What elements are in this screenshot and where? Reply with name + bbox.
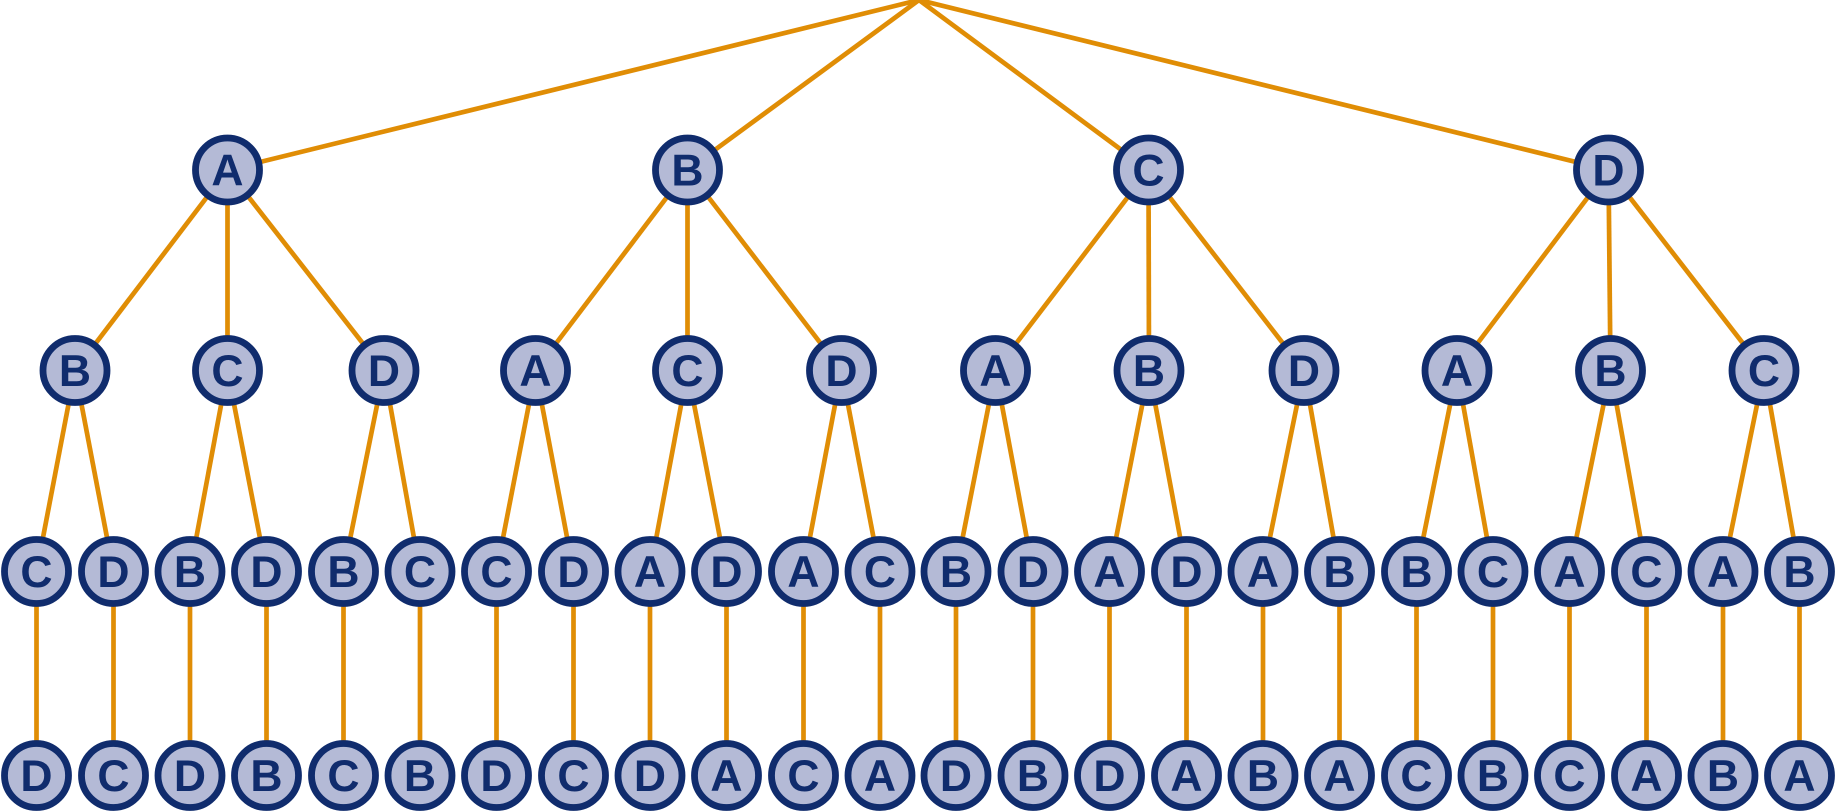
svg-text:C: C bbox=[557, 752, 589, 801]
svg-text:A: A bbox=[1441, 347, 1473, 396]
svg-text:C: C bbox=[1748, 347, 1780, 396]
svg-text:A: A bbox=[211, 147, 243, 196]
svg-text:B: B bbox=[59, 347, 91, 396]
svg-text:A: A bbox=[1093, 548, 1125, 597]
svg-text:A: A bbox=[1553, 548, 1585, 597]
svg-text:B: B bbox=[940, 548, 972, 597]
svg-text:D: D bbox=[1170, 548, 1202, 597]
svg-text:B: B bbox=[250, 752, 282, 801]
svg-text:D: D bbox=[250, 548, 282, 597]
svg-text:A: A bbox=[1323, 752, 1355, 801]
svg-text:D: D bbox=[368, 347, 400, 396]
svg-text:C: C bbox=[97, 752, 129, 801]
svg-text:B: B bbox=[404, 752, 436, 801]
svg-text:D: D bbox=[710, 548, 742, 597]
svg-text:B: B bbox=[1133, 347, 1165, 396]
svg-text:D: D bbox=[20, 752, 52, 801]
svg-text:A: A bbox=[1707, 548, 1739, 597]
svg-text:D: D bbox=[634, 752, 666, 801]
svg-text:C: C bbox=[480, 548, 512, 597]
svg-text:A: A bbox=[1247, 548, 1279, 597]
svg-text:B: B bbox=[174, 548, 206, 597]
svg-text:C: C bbox=[404, 548, 436, 597]
svg-text:C: C bbox=[1553, 752, 1585, 801]
svg-text:C: C bbox=[1630, 548, 1662, 597]
svg-text:A: A bbox=[979, 347, 1011, 396]
svg-text:A: A bbox=[787, 548, 819, 597]
svg-text:D: D bbox=[97, 548, 129, 597]
svg-text:D: D bbox=[1592, 147, 1624, 196]
svg-text:B: B bbox=[1477, 752, 1509, 801]
svg-text:D: D bbox=[1093, 752, 1125, 801]
svg-text:A: A bbox=[1783, 752, 1815, 801]
svg-text:B: B bbox=[1323, 548, 1355, 597]
svg-text:B: B bbox=[1400, 548, 1432, 597]
svg-text:D: D bbox=[480, 752, 512, 801]
svg-text:C: C bbox=[1477, 548, 1509, 597]
svg-text:A: A bbox=[519, 347, 551, 396]
svg-text:A: A bbox=[634, 548, 666, 597]
svg-text:C: C bbox=[1400, 752, 1432, 801]
svg-text:B: B bbox=[327, 548, 359, 597]
svg-text:A: A bbox=[1630, 752, 1662, 801]
svg-text:B: B bbox=[1707, 752, 1739, 801]
svg-text:B: B bbox=[1783, 548, 1815, 597]
svg-text:C: C bbox=[327, 752, 359, 801]
svg-text:A: A bbox=[1170, 752, 1202, 801]
svg-text:B: B bbox=[671, 147, 703, 196]
svg-text:D: D bbox=[1288, 347, 1320, 396]
svg-text:C: C bbox=[671, 347, 703, 396]
svg-text:D: D bbox=[825, 347, 857, 396]
svg-text:B: B bbox=[1247, 752, 1279, 801]
svg-text:D: D bbox=[174, 752, 206, 801]
svg-text:C: C bbox=[211, 347, 243, 396]
svg-text:D: D bbox=[1017, 548, 1049, 597]
svg-text:C: C bbox=[864, 548, 896, 597]
svg-text:C: C bbox=[787, 752, 819, 801]
svg-text:C: C bbox=[20, 548, 52, 597]
svg-text:D: D bbox=[557, 548, 589, 597]
svg-text:C: C bbox=[1132, 147, 1164, 196]
svg-text:B: B bbox=[1594, 347, 1626, 396]
svg-text:B: B bbox=[1017, 752, 1049, 801]
svg-text:D: D bbox=[940, 752, 972, 801]
svg-text:A: A bbox=[710, 752, 742, 801]
svg-text:A: A bbox=[864, 752, 896, 801]
